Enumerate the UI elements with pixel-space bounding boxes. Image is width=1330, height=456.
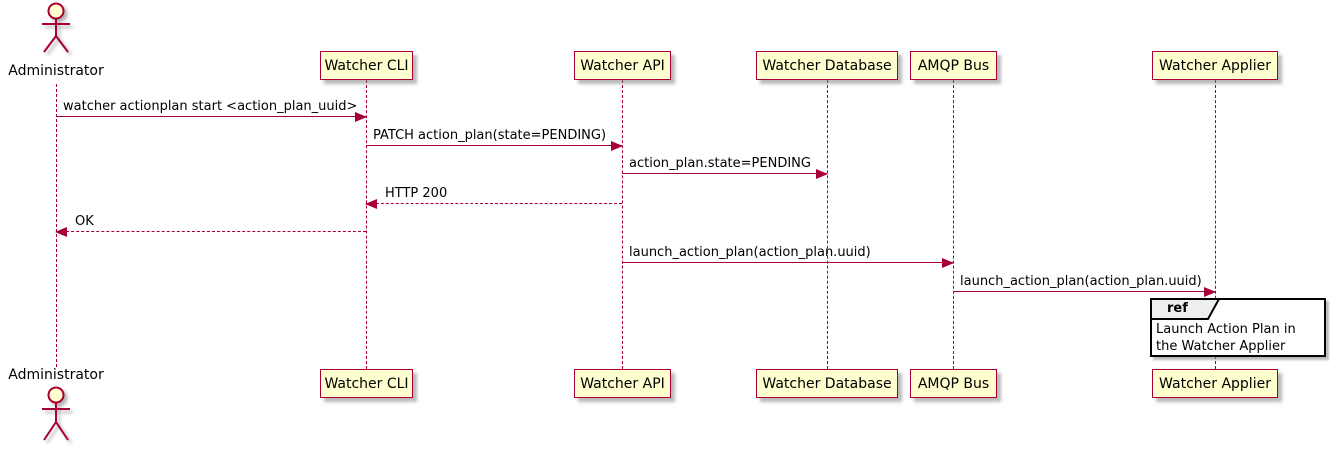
message-http-200: HTTP 200: [365, 186, 622, 209]
participant-amqp-bus-top: AMQP Bus: [910, 51, 997, 80]
lifeline-watcher-database: [827, 80, 828, 369]
participant-watcher-database-top: Watcher Database: [756, 51, 898, 80]
participant-watcher-database-bottom: Watcher Database: [756, 369, 898, 398]
message-label: action_plan.state=PENDING: [629, 156, 811, 171]
lifeline-watcher-cli: [366, 80, 367, 369]
participant-watcher-cli-bottom: Watcher CLI: [320, 369, 413, 398]
lifeline-watcher-api: [622, 80, 623, 369]
lifeline-amqp-bus: [953, 80, 954, 369]
message-label: PATCH action_plan(state=PENDING): [373, 128, 607, 143]
message-label: launch_action_plan(action_plan.uuid): [960, 274, 1202, 289]
participant-watcher-api-top: Watcher API: [574, 51, 671, 80]
arrowhead-icon: [816, 169, 828, 179]
ref-tab-icon: [1150, 298, 1221, 320]
actor-label-bottom: Administrator: [8, 367, 104, 383]
message-label: OK: [75, 214, 94, 229]
participant-watcher-applier-bottom: Watcher Applier: [1152, 369, 1278, 398]
message-label: watcher actionplan start <action_plan_uu…: [63, 99, 358, 114]
participant-watcher-api-bottom: Watcher API: [574, 369, 671, 398]
participant-watcher-cli-top: Watcher CLI: [320, 51, 413, 80]
arrowhead-icon: [355, 112, 367, 122]
arrowhead-icon: [55, 227, 67, 237]
message-state-pending: action_plan.state=PENDING: [622, 156, 828, 179]
ref-fragment: ref Launch Action Plan in the Watcher Ap…: [1150, 298, 1326, 357]
message-label: launch_action_plan(action_plan.uuid): [629, 245, 871, 260]
ref-keyword: ref: [1167, 301, 1188, 316]
actor-icon: [42, 2, 70, 53]
actor-label-top: Administrator: [8, 63, 104, 79]
message-actionplan-start: watcher actionplan start <action_plan_uu…: [56, 99, 367, 122]
arrowhead-icon: [942, 258, 954, 268]
arrowhead-icon: [1204, 287, 1216, 297]
actor-icon: [42, 386, 70, 441]
arrowhead-icon: [365, 199, 377, 209]
lifeline-administrator: [56, 84, 57, 367]
lifeline-watcher-applier: [1215, 80, 1216, 369]
message-launch-action-plan-bus: launch_action_plan(action_plan.uuid): [622, 245, 954, 268]
arrowhead-icon: [611, 141, 623, 151]
ref-text: Launch Action Plan in the Watcher Applie…: [1156, 322, 1296, 354]
participant-amqp-bus-bottom: AMQP Bus: [910, 369, 997, 398]
message-launch-action-plan-applier: launch_action_plan(action_plan.uuid): [953, 274, 1216, 297]
message-ok: OK: [55, 214, 366, 237]
message-patch-action-plan: PATCH action_plan(state=PENDING): [366, 128, 623, 151]
message-label: HTTP 200: [385, 186, 448, 201]
participant-watcher-applier-top: Watcher Applier: [1152, 51, 1278, 80]
